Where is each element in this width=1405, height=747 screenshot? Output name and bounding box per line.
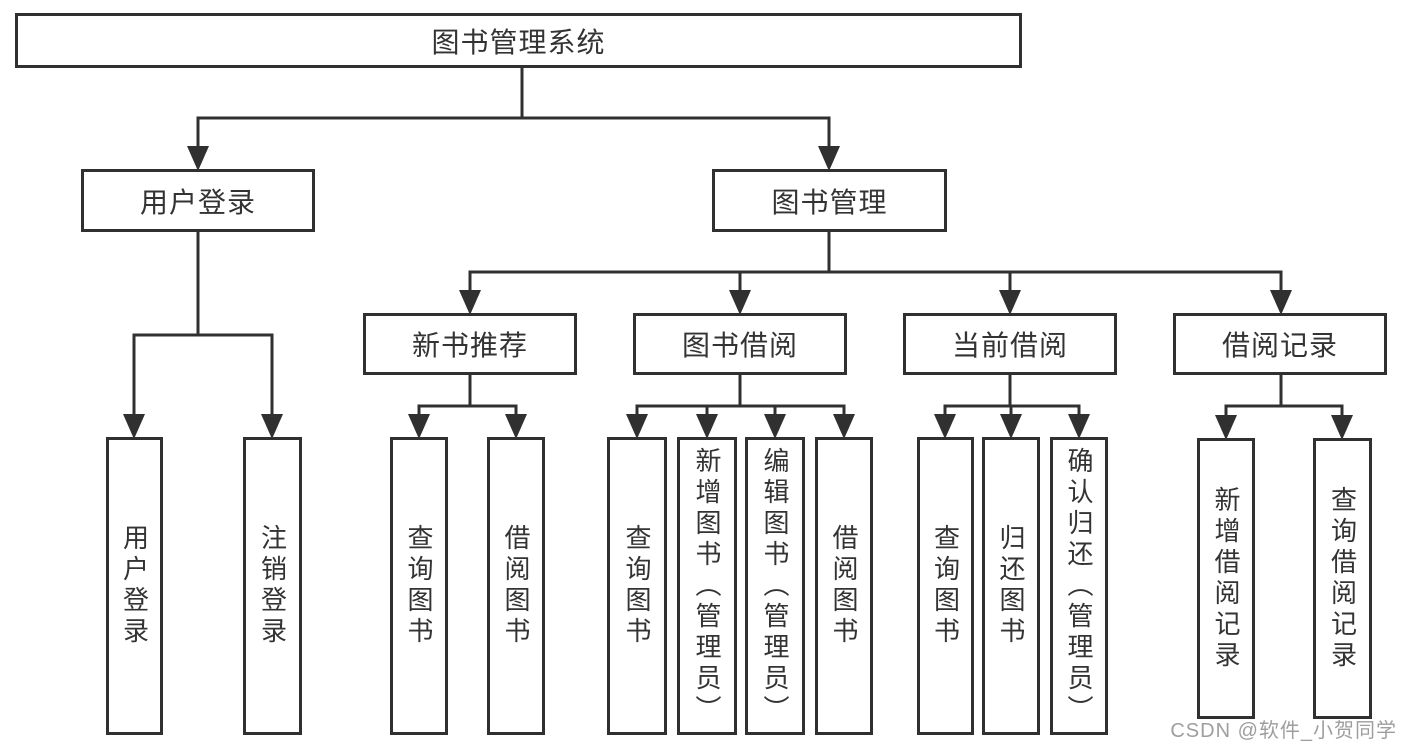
- connector-root-to-level2: [187, 68, 840, 171]
- node-root-label: 图书管理系统: [431, 26, 606, 58]
- node-book-borrow-label: 图书借阅: [681, 330, 798, 361]
- node-borrow-records: 借阅记录: [1173, 313, 1387, 375]
- arrowhead-icon: [459, 290, 481, 315]
- leaf-edit-books-admin: 编辑图书（管理员）: [745, 437, 805, 735]
- leaf-recommend-query-books-label: 查询图书: [404, 524, 434, 648]
- arrowhead-icon: [187, 146, 209, 171]
- arrowhead-icon: [408, 414, 430, 439]
- connector-current-to-leaves: [934, 375, 1090, 439]
- leaf-query-borrow-record-label: 查询借阅记录: [1327, 485, 1358, 672]
- arrowhead-icon: [1068, 414, 1090, 439]
- leaf-confirm-return-admin: 确认归还（管理员）: [1050, 437, 1108, 735]
- leaf-borrow-query-books: 查询图书: [607, 437, 667, 735]
- arrowhead-icon: [1215, 415, 1237, 440]
- leaf-user-login: 用户登录: [106, 437, 163, 735]
- leaf-confirm-return-admin-label: 确认归还（管理员）: [1064, 446, 1094, 726]
- arrowhead-icon: [1270, 290, 1292, 315]
- node-user-login-label: 用户登录: [139, 186, 256, 218]
- arrowhead-icon: [934, 414, 956, 439]
- leaf-recommend-borrow-books: 借阅图书: [487, 437, 545, 735]
- node-new-book-recommend: 新书推荐: [363, 313, 577, 375]
- arrowhead-icon: [999, 290, 1021, 315]
- connector-records-to-leaves: [1215, 375, 1353, 440]
- leaf-recommend-borrow-books-label: 借阅图书: [501, 524, 531, 648]
- connector-book-management-to-level3: [459, 232, 1292, 315]
- leaf-borrow-borrow-books: 借阅图书: [815, 437, 873, 735]
- arrowhead-icon: [833, 414, 855, 439]
- arrowhead-icon: [123, 414, 145, 439]
- node-borrow-records-label: 借阅记录: [1221, 330, 1338, 361]
- node-user-login: 用户登录: [81, 169, 315, 232]
- arrowhead-icon: [818, 146, 840, 171]
- arrowhead-icon: [261, 414, 283, 439]
- leaf-return-books-label: 归还图书: [996, 524, 1026, 648]
- arrowhead-icon: [764, 414, 786, 439]
- leaf-borrow-borrow-books-label: 借阅图书: [829, 524, 859, 648]
- node-root: 图书管理系统: [15, 13, 1022, 68]
- node-new-book-recommend-label: 新书推荐: [411, 330, 528, 361]
- connector-borrow-to-leaves: [626, 375, 855, 439]
- leaf-logout: 注销登录: [243, 437, 302, 735]
- leaf-recommend-query-books: 查询图书: [390, 437, 448, 735]
- node-book-borrow: 图书借阅: [633, 313, 847, 375]
- connector-user-login-to-leaves: [123, 232, 283, 439]
- arrowhead-icon: [1000, 414, 1022, 439]
- leaf-user-login-label: 用户登录: [119, 524, 150, 648]
- node-book-management: 图书管理: [712, 169, 947, 232]
- leaf-add-borrow-record-label: 新增借阅记录: [1211, 485, 1241, 672]
- leaf-return-books: 归还图书: [982, 437, 1040, 735]
- leaf-add-books-admin: 新增图书（管理员）: [677, 437, 737, 735]
- leaf-current-query-books: 查询图书: [917, 437, 974, 735]
- leaf-borrow-query-books-label: 查询图书: [622, 524, 652, 648]
- connector-recommend-to-leaves: [408, 375, 527, 439]
- node-current-borrow-label: 当前借阅: [951, 330, 1068, 361]
- node-current-borrow: 当前借阅: [903, 313, 1117, 375]
- node-book-management-label: 图书管理: [771, 186, 888, 218]
- csdn-watermark: CSDN @软件_小贺同学: [1170, 720, 1397, 742]
- leaf-query-borrow-record: 查询借阅记录: [1313, 438, 1372, 719]
- arrowhead-icon: [505, 414, 527, 439]
- arrowhead-icon: [696, 414, 718, 439]
- leaf-add-borrow-record: 新增借阅记录: [1197, 438, 1255, 719]
- arrowhead-icon: [1331, 415, 1353, 440]
- leaf-edit-books-admin-label: 编辑图书（管理员）: [760, 446, 790, 726]
- leaf-current-query-books-label: 查询图书: [930, 524, 961, 648]
- leaf-logout-label: 注销登录: [257, 524, 288, 648]
- leaf-add-books-admin-label: 新增图书（管理员）: [692, 446, 722, 726]
- arrowhead-icon: [729, 290, 751, 315]
- arrowhead-icon: [626, 414, 648, 439]
